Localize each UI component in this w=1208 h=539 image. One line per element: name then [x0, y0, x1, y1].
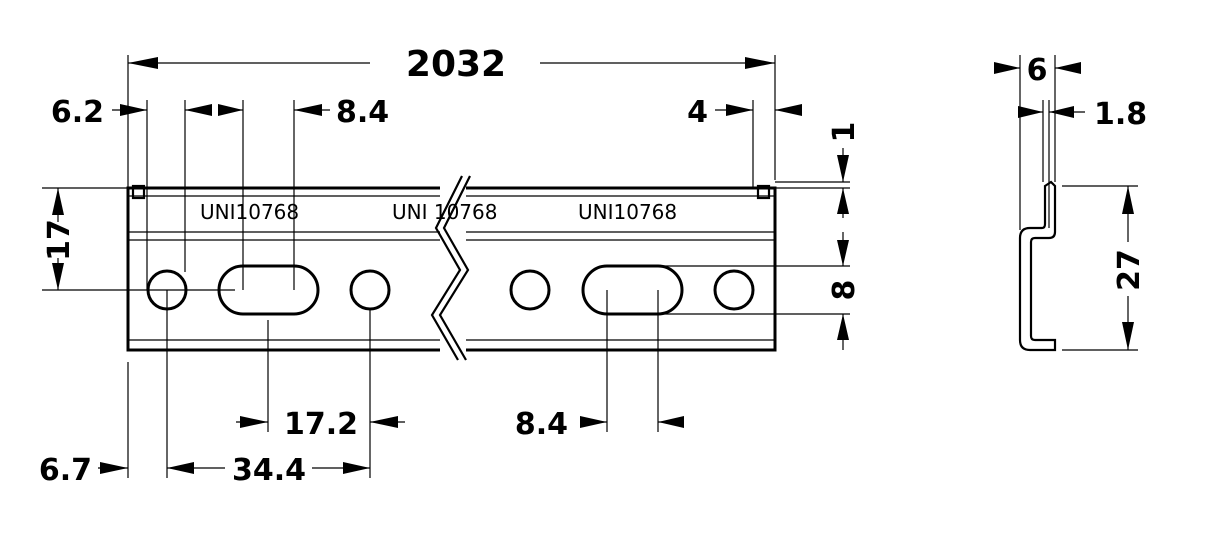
dim-6-7: 6.7 — [39, 453, 92, 488]
dimension-thickness: 1.8 — [1018, 97, 1147, 186]
dim-17: 17 — [42, 219, 77, 261]
dim-4: 4 — [687, 95, 708, 130]
dim-27: 27 — [1112, 249, 1147, 291]
right-corner-notch — [756, 184, 771, 200]
dim-8-4-top: 8.4 — [336, 95, 389, 130]
dim-6: 6 — [1027, 53, 1048, 88]
round-hole-2 — [349, 269, 391, 311]
rail-outline-right — [452, 186, 777, 352]
dim-1-8: 1.8 — [1094, 97, 1147, 132]
dim-2032: 2032 — [406, 44, 506, 85]
dimension-height-to-holes: 17 — [42, 187, 235, 291]
dim-6-2: 6.2 — [51, 95, 104, 130]
round-hole-4 — [713, 269, 755, 311]
dimension-top-offset: 1 — [775, 122, 862, 218]
dim-8-4-bottom: 8.4 — [515, 407, 568, 442]
rail-front-view — [126, 175, 777, 361]
dim-17-2: 17.2 — [284, 407, 358, 442]
dimension-left-bottom: 6.7 34.4 — [39, 290, 370, 488]
slot-hole-2 — [581, 264, 684, 316]
dimension-right-offset: 4 — [687, 95, 802, 188]
stamp-text-2: UNI 10768 — [392, 200, 497, 224]
dimension-slot-top: 8.4 — [218, 95, 389, 290]
dimension-overall-length: 2032 — [127, 44, 776, 188]
profile-shape — [1018, 180, 1057, 352]
dim-1: 1 — [827, 122, 862, 143]
stamps: UNI10768 UNI 10768 UNI10768 — [200, 200, 677, 224]
break-line-right — [438, 175, 471, 361]
rail-outline-left — [126, 186, 458, 352]
dim-8: 8 — [827, 280, 862, 301]
left-corner-notch — [131, 184, 146, 200]
dimension-hole-spacing: 17.2 — [236, 310, 405, 478]
dimension-hole-height: 8 — [660, 232, 862, 350]
dim-34-4: 34.4 — [232, 453, 306, 488]
dimension-profile-width: 6 — [994, 53, 1081, 230]
dimension-left-offset: 6.2 — [51, 95, 212, 290]
round-hole-3 — [509, 269, 551, 311]
stamp-text-3: UNI10768 — [578, 200, 677, 224]
break-line-left — [430, 175, 463, 361]
dimension-slot-bottom: 8.4 — [515, 290, 684, 442]
rail-side-profile — [1018, 180, 1057, 352]
dimension-profile-height: 27 — [1062, 185, 1147, 351]
stamp-text-1: UNI10768 — [200, 200, 299, 224]
